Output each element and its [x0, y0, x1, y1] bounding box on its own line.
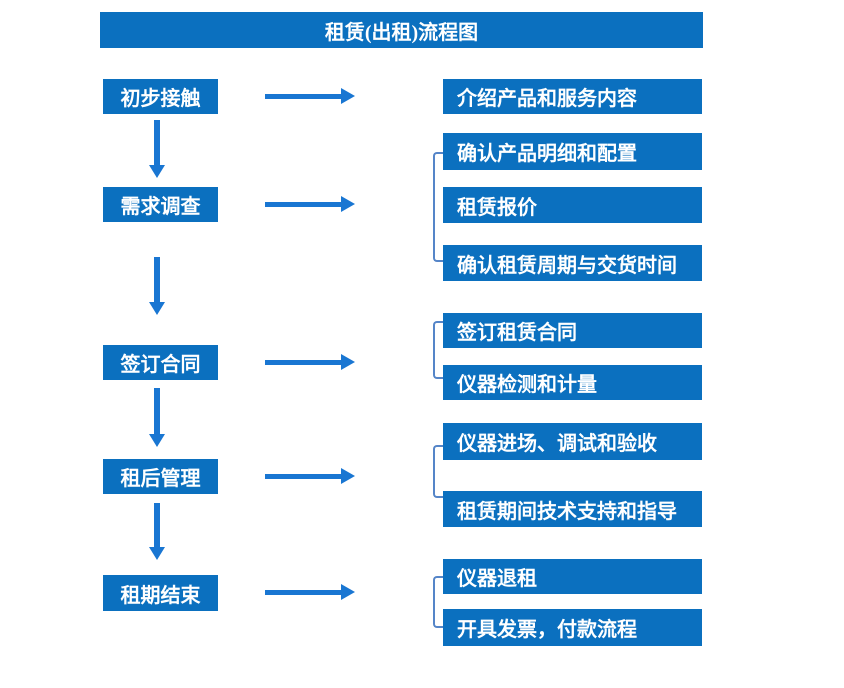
right-arrow-icon — [265, 584, 355, 600]
detail-label: 仪器进场、调试和验收 — [457, 433, 657, 455]
detail-label: 租赁报价 — [457, 196, 537, 219]
detail-box-confirm-product-details: 确认产品明细和配置 — [443, 133, 702, 170]
step-box-initial-contact: 初步接触 — [103, 79, 218, 114]
detail-label: 仪器检测和计量 — [457, 374, 597, 396]
arrow-head — [149, 302, 165, 315]
detail-label: 签订租赁合同 — [457, 322, 577, 344]
arrow-head — [149, 434, 165, 447]
page-title: 租赁(出租)流程图 — [100, 12, 703, 48]
step-box-post-rental-management: 租后管理 — [103, 459, 218, 494]
arrow-shaft — [265, 201, 341, 207]
arrow-shaft — [154, 257, 160, 302]
arrow-head — [341, 196, 355, 212]
arrow-head — [341, 354, 355, 370]
arrow-head — [149, 547, 165, 560]
arrow-shaft — [265, 473, 341, 479]
detail-box-instrument-arrival: 仪器进场、调试和验收 — [443, 423, 702, 460]
arrow-head — [341, 584, 355, 600]
arrow-shaft — [154, 388, 160, 434]
group-bracket-icon — [433, 445, 446, 498]
arrow-head — [341, 468, 355, 484]
group-bracket-icon — [433, 321, 446, 379]
detail-label: 租赁期间技术支持和指导 — [457, 500, 677, 523]
step-box-demand-survey: 需求调查 — [103, 187, 218, 222]
detail-label: 开具发票，付款流程 — [457, 619, 637, 641]
down-arrow-icon — [149, 257, 165, 315]
detail-box-confirm-period-delivery: 确认租赁周期与交货时间 — [443, 245, 702, 281]
detail-label: 介绍产品和服务内容 — [457, 88, 637, 110]
down-arrow-icon — [149, 388, 165, 447]
step-label: 租期结束 — [120, 584, 201, 607]
step-label: 租后管理 — [120, 468, 201, 490]
detail-box-technical-support: 租赁期间技术支持和指导 — [443, 491, 702, 527]
arrow-head — [341, 88, 355, 104]
right-arrow-icon — [265, 196, 355, 212]
right-arrow-icon — [265, 354, 355, 370]
page-title-text: 租赁(出租)流程图 — [324, 21, 479, 44]
arrow-shaft — [265, 93, 341, 99]
arrow-shaft — [154, 120, 160, 165]
step-box-rental-end: 租期结束 — [103, 575, 218, 611]
arrow-shaft — [265, 589, 341, 595]
arrow-shaft — [154, 503, 160, 547]
step-box-sign-contract: 签订合同 — [103, 345, 218, 380]
detail-box-invoice-payment: 开具发票，付款流程 — [443, 609, 702, 646]
detail-label: 确认租赁周期与交货时间 — [457, 254, 677, 277]
step-label: 需求调查 — [120, 196, 201, 218]
right-arrow-icon — [265, 88, 355, 104]
detail-box-rental-quote: 租赁报价 — [443, 187, 702, 223]
detail-label: 仪器退租 — [457, 568, 537, 590]
right-arrow-icon — [265, 468, 355, 484]
step-label: 签订合同 — [120, 354, 201, 376]
detail-box-instrument-return: 仪器退租 — [443, 559, 702, 594]
detail-label: 确认产品明细和配置 — [457, 143, 637, 165]
arrow-head — [149, 165, 165, 178]
down-arrow-icon — [149, 120, 165, 178]
detail-box-instrument-inspection: 仪器检测和计量 — [443, 365, 702, 400]
step-label: 初步接触 — [120, 88, 201, 110]
detail-box-introduce-products: 介绍产品和服务内容 — [443, 79, 702, 114]
down-arrow-icon — [149, 503, 165, 560]
group-bracket-icon — [433, 152, 446, 262]
arrow-shaft — [265, 359, 341, 365]
group-bracket-icon — [433, 576, 446, 628]
detail-box-sign-rental-contract: 签订租赁合同 — [443, 313, 702, 348]
